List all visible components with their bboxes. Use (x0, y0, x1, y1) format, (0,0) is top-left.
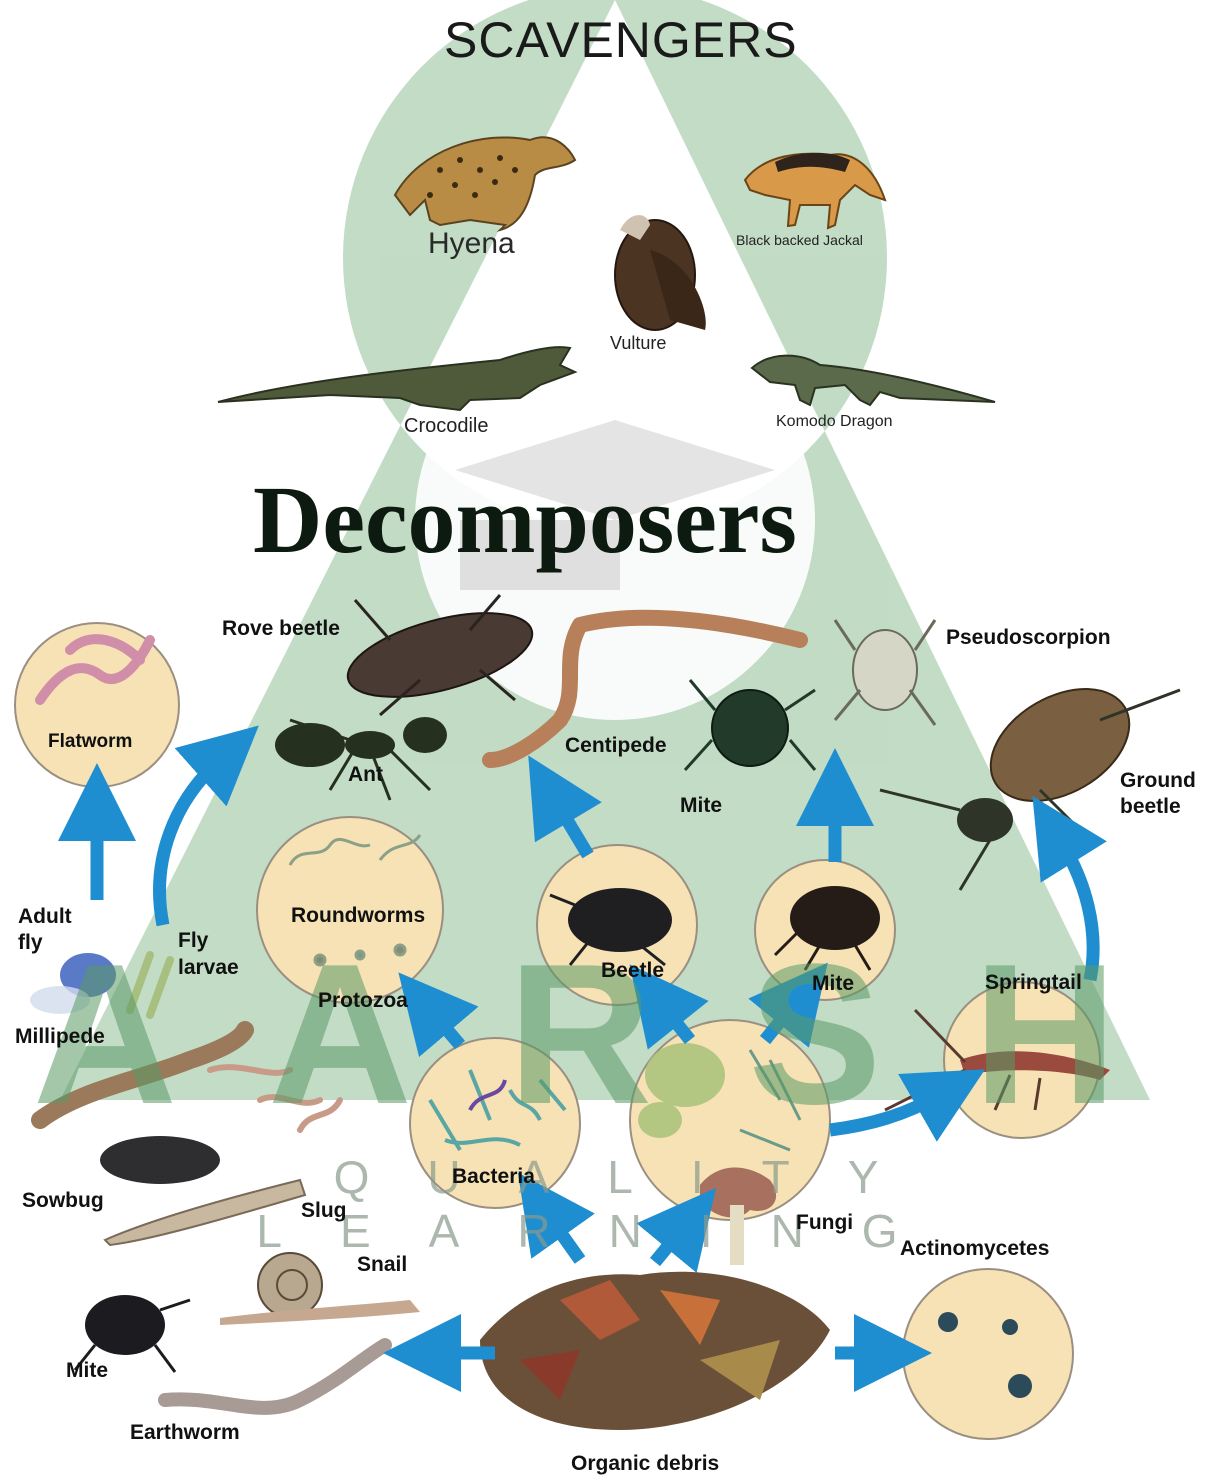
label-vulture: Vulture (610, 334, 666, 353)
label-flatworm: Flatworm (48, 732, 132, 752)
label-protozoa: Protozoa (318, 990, 408, 1012)
watermark-letter-4: S (720, 935, 910, 1135)
label-actinomycetes: Actinomycetes (900, 1238, 1049, 1260)
label-fungi: Fungi (796, 1212, 853, 1234)
label-earthworm: Earthworm (130, 1422, 240, 1444)
label-adult-fly-2: fly (18, 932, 43, 954)
label-sowbug: Sowbug (22, 1190, 104, 1212)
label-mite-mid: Mite (812, 973, 854, 995)
decomposers-title: Decomposers (253, 470, 797, 571)
actinomycetes-circle (903, 1269, 1073, 1439)
label-pseudoscorpion: Pseudoscorpion (946, 627, 1111, 649)
label-centipede: Centipede (565, 735, 667, 757)
label-snail: Snail (357, 1254, 407, 1276)
label-ground-beetle-1: Ground (1120, 770, 1196, 792)
scavengers-title: SCAVENGERS (444, 14, 798, 67)
label-komodo: Komodo Dragon (776, 414, 893, 431)
label-bacteria: Bacteria (452, 1166, 535, 1188)
label-rove-beetle: Rove beetle (222, 618, 340, 640)
organic-debris-figure (480, 1272, 830, 1430)
label-beetle: Beetle (601, 960, 664, 982)
label-fly-larvae-1: Fly (178, 930, 208, 952)
label-ant: Ant (348, 764, 383, 786)
vulture-figure (615, 215, 706, 330)
flatworm-circle (15, 623, 179, 787)
label-roundworms: Roundworms (291, 905, 425, 927)
watermark-letter-5: H (950, 935, 1140, 1135)
label-hyena: Hyena (428, 228, 515, 260)
label-springtail: Springtail (985, 972, 1082, 994)
komodo-dragon-figure (752, 356, 995, 405)
label-crocodile: Crocodile (404, 416, 488, 437)
label-millipede: Millipede (15, 1026, 105, 1048)
label-ground-beetle-2: beetle (1120, 796, 1181, 818)
label-mite-bottom: Mite (66, 1360, 108, 1382)
label-organic-debris: Organic debris (571, 1453, 719, 1475)
watermark-letter-2: A (245, 935, 435, 1135)
earthworm-figure (165, 1345, 385, 1408)
label-adult-fly-1: Adult (18, 906, 72, 928)
label-jackal: Black backed Jackal (736, 233, 863, 248)
label-slug: Slug (301, 1200, 347, 1222)
label-mite-top: Mite (680, 795, 722, 817)
label-fly-larvae-2: larvae (178, 957, 239, 979)
